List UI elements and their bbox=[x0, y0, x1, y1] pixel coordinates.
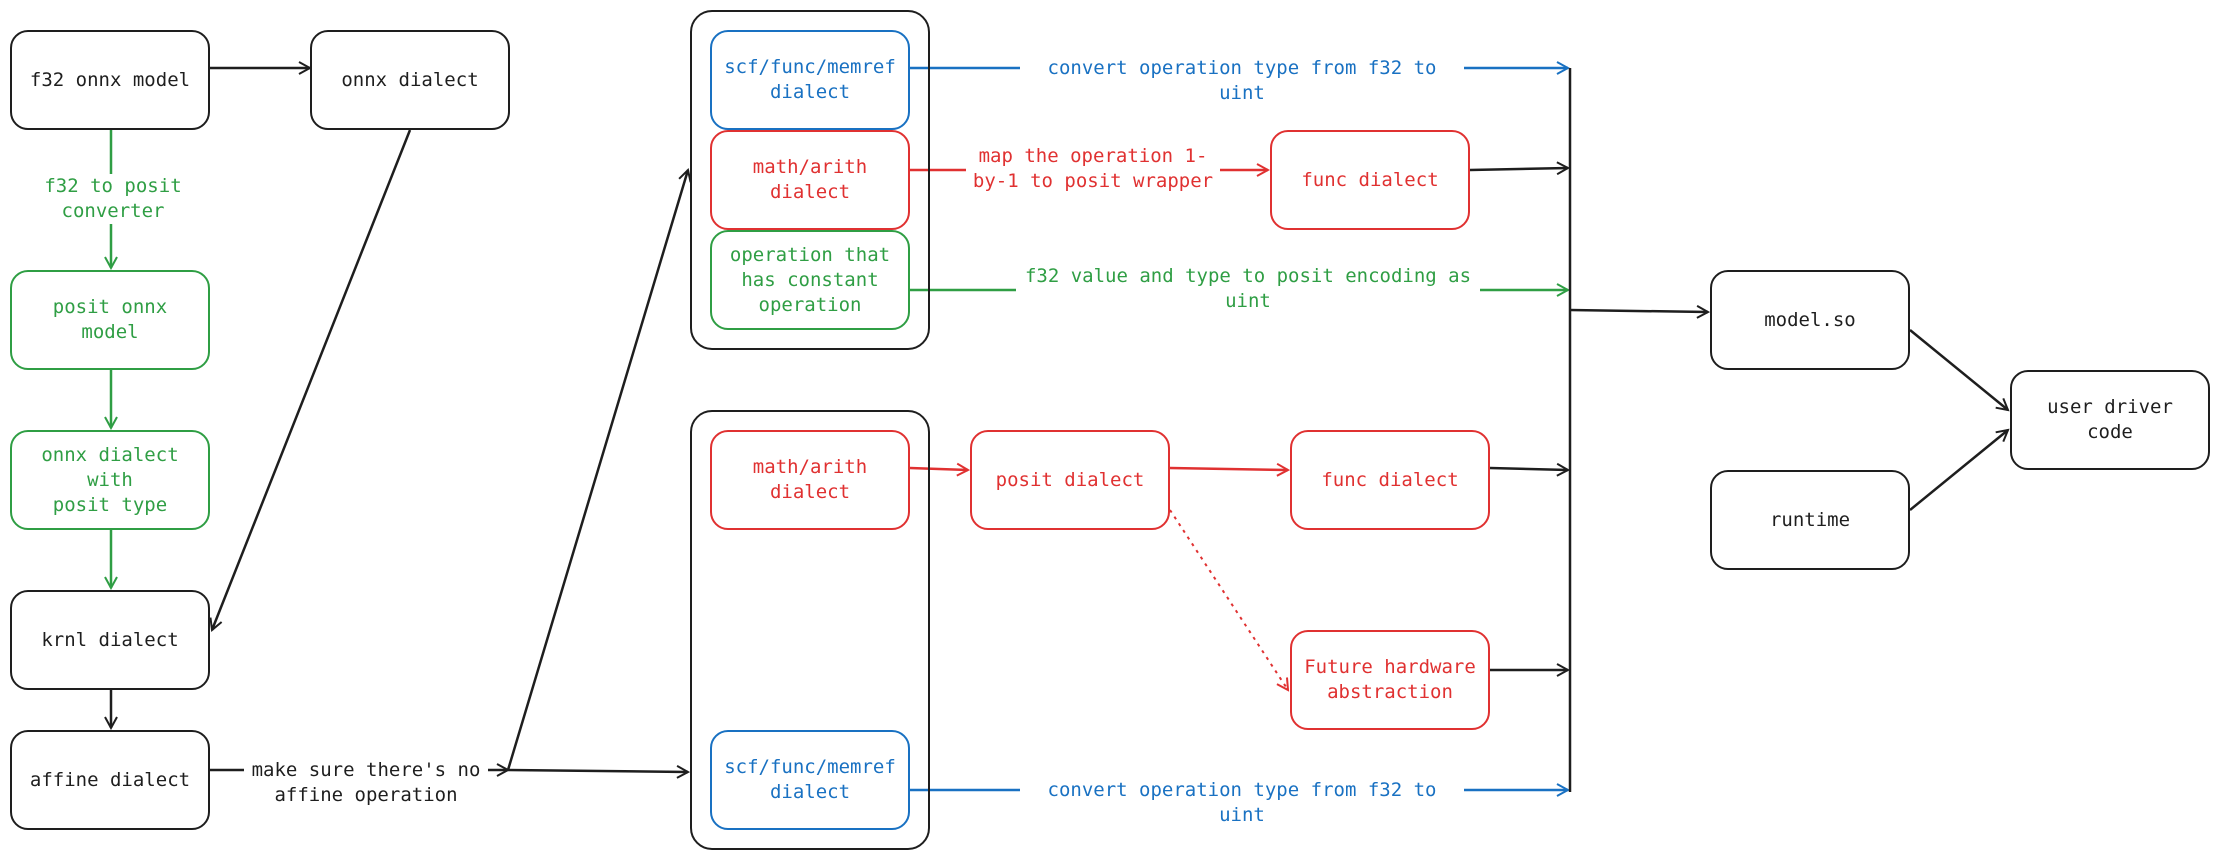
node-scf-func-memref-top: scf/func/memref dialect bbox=[710, 30, 910, 130]
node-scf-func-memref-bottom: scf/func/memref dialect bbox=[710, 730, 910, 830]
label-f32-value-to-posit: f32 value and type to posit encoding as … bbox=[1016, 264, 1480, 314]
label-f32-to-posit-converter: f32 to posit converter bbox=[36, 174, 190, 224]
edge-junction-to-top-group bbox=[506, 170, 688, 771]
edge-func-top-to-bus bbox=[1469, 168, 1568, 170]
node-model-so: model.so bbox=[1710, 270, 1910, 370]
node-future-hardware-abstraction: Future hardware abstraction bbox=[1290, 630, 1490, 730]
edge-onnx-dialect-to-krnl bbox=[212, 129, 412, 630]
edge-model-so-to-user-driver bbox=[1909, 329, 2008, 410]
edge-junction-to-bottom-group bbox=[507, 770, 688, 772]
label-convert-type-bottom: convert operation type from f32 to uint bbox=[1020, 778, 1464, 828]
node-affine-dialect: affine dialect bbox=[10, 730, 210, 830]
edge-runtime-to-user-driver bbox=[1909, 430, 2008, 511]
node-func-dialect-bottom: func dialect bbox=[1290, 430, 1490, 530]
edge-math-bottom-to-posit bbox=[909, 468, 968, 470]
label-convert-type-top: convert operation type from f32 to uint bbox=[1020, 56, 1464, 106]
node-onnx-dialect-with-posit-type: onnx dialect with posit type bbox=[10, 430, 210, 530]
label-no-affine-operation: make sure there's no affine operation bbox=[244, 758, 488, 808]
edge-bus-to-model-so bbox=[1569, 310, 1708, 312]
edge-func-bottom-to-bus bbox=[1489, 468, 1568, 470]
top-dialect-group bbox=[690, 10, 930, 350]
bottom-dialect-group bbox=[690, 410, 930, 850]
label-map-operation: map the operation 1- by-1 to posit wrapp… bbox=[966, 144, 1220, 194]
node-f32-onnx-model: f32 onnx model bbox=[10, 30, 210, 130]
node-func-dialect-top: func dialect bbox=[1270, 130, 1470, 230]
node-krnl-dialect: krnl dialect bbox=[10, 590, 210, 690]
node-constant-operation: operation that has constant operation bbox=[710, 230, 910, 330]
node-onnx-dialect: onnx dialect bbox=[310, 30, 510, 130]
edge-posit-to-func-bottom bbox=[1169, 468, 1288, 470]
node-posit-onnx-model: posit onnx model bbox=[10, 270, 210, 370]
node-posit-dialect: posit dialect bbox=[970, 430, 1170, 530]
node-user-driver-code: user driver code bbox=[2010, 370, 2210, 470]
node-math-arith-bottom: math/arith dialect bbox=[710, 430, 910, 530]
node-math-arith-top: math/arith dialect bbox=[710, 130, 910, 230]
node-runtime: runtime bbox=[1710, 470, 1910, 570]
edge-posit-to-future-hw bbox=[1169, 509, 1288, 690]
